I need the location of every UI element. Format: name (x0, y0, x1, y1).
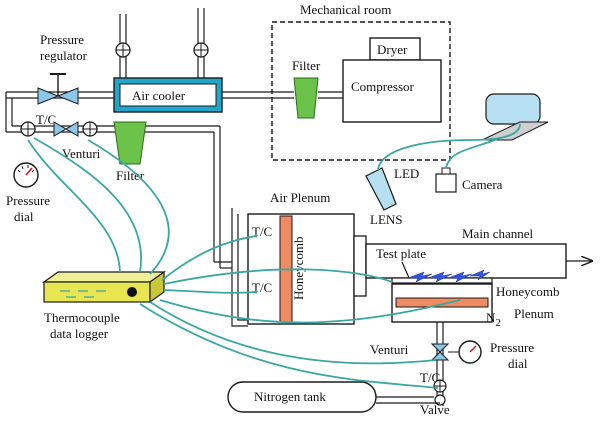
honeycomb-vertical-label: Honeycomb (291, 236, 306, 300)
laptop-icon (485, 93, 541, 125)
venturi-bottom-label: Venturi (370, 342, 409, 357)
cyan-wires (27, 123, 521, 389)
filter-top-label: Filter (292, 58, 321, 73)
pressure-regulator-label-2: regulator (40, 48, 88, 63)
led-icon (365, 167, 397, 211)
filter-top-icon (293, 77, 319, 119)
filter-left-icon (113, 121, 147, 165)
bottom-instruments: Venturi Pressure dial T/C Valve (370, 340, 534, 417)
main-channel: Main channel Test plate (365, 226, 592, 284)
nitrogen-tank: Nitrogen tank (227, 381, 440, 413)
compressor-label: Compressor (351, 79, 415, 94)
imaging: LED LENS Camera (365, 93, 549, 227)
tc-top-label: T/C (36, 112, 56, 127)
main-channel-label: Main channel (462, 226, 534, 241)
n2-label: N2 (486, 310, 501, 329)
filter-left-label: Filter (116, 168, 145, 183)
mechanical-room-label: Mechanical room (300, 2, 391, 17)
thermocouple-logger: Thermocouple data logger (42, 270, 166, 341)
air-plenum: Air Plenum Honeycomb T/C T/C (231, 190, 367, 327)
camera-label: Camera (462, 177, 503, 192)
mechanical-room: Mechanical room Dryer Compressor Filter (271, 2, 451, 161)
valve-label: Valve (420, 402, 450, 417)
pressure-regulator: Pressure regulator (37, 32, 88, 105)
plenum-right-label: Plenum (514, 306, 554, 321)
wire-endpoints (254, 234, 258, 294)
pressure-regulator-label-1: Pressure (40, 32, 84, 47)
air-cooler: Air cooler (113, 77, 223, 113)
top-valves (115, 42, 209, 58)
test-plate-label: Test plate (376, 246, 426, 261)
camera-icon (435, 173, 457, 193)
led-label: LED (394, 166, 419, 181)
thermocouple-label-1: Thermocouple (44, 310, 120, 325)
venturi-top-label: Venturi (62, 146, 101, 161)
pressure-dial-bottom-label-1: Pressure (490, 340, 534, 355)
lens-label: LENS (370, 212, 403, 227)
pressure-dial-bottom-label-2: dial (508, 356, 528, 371)
air-plenum-label: Air Plenum (270, 190, 330, 205)
honeycomb-right-label: Honeycomb (496, 284, 560, 299)
air-cooler-label: Air cooler (132, 88, 186, 103)
compressor-box (342, 59, 442, 123)
left-instruments: T/C Venturi Filter Pressure dial (6, 112, 147, 224)
pressure-dial-label-1: Pressure (6, 193, 50, 208)
valve-icon (37, 87, 60, 105)
pressure-dial-label-2: dial (14, 209, 34, 224)
thermocouple-label-2: data logger (50, 326, 109, 341)
dryer-label: Dryer (377, 42, 408, 57)
nitrogen-tank-label: Nitrogen tank (254, 389, 326, 404)
tc-bottom-label: T/C (420, 370, 440, 385)
nitrogen-plenum: Honeycomb N2 Plenum (391, 283, 560, 406)
